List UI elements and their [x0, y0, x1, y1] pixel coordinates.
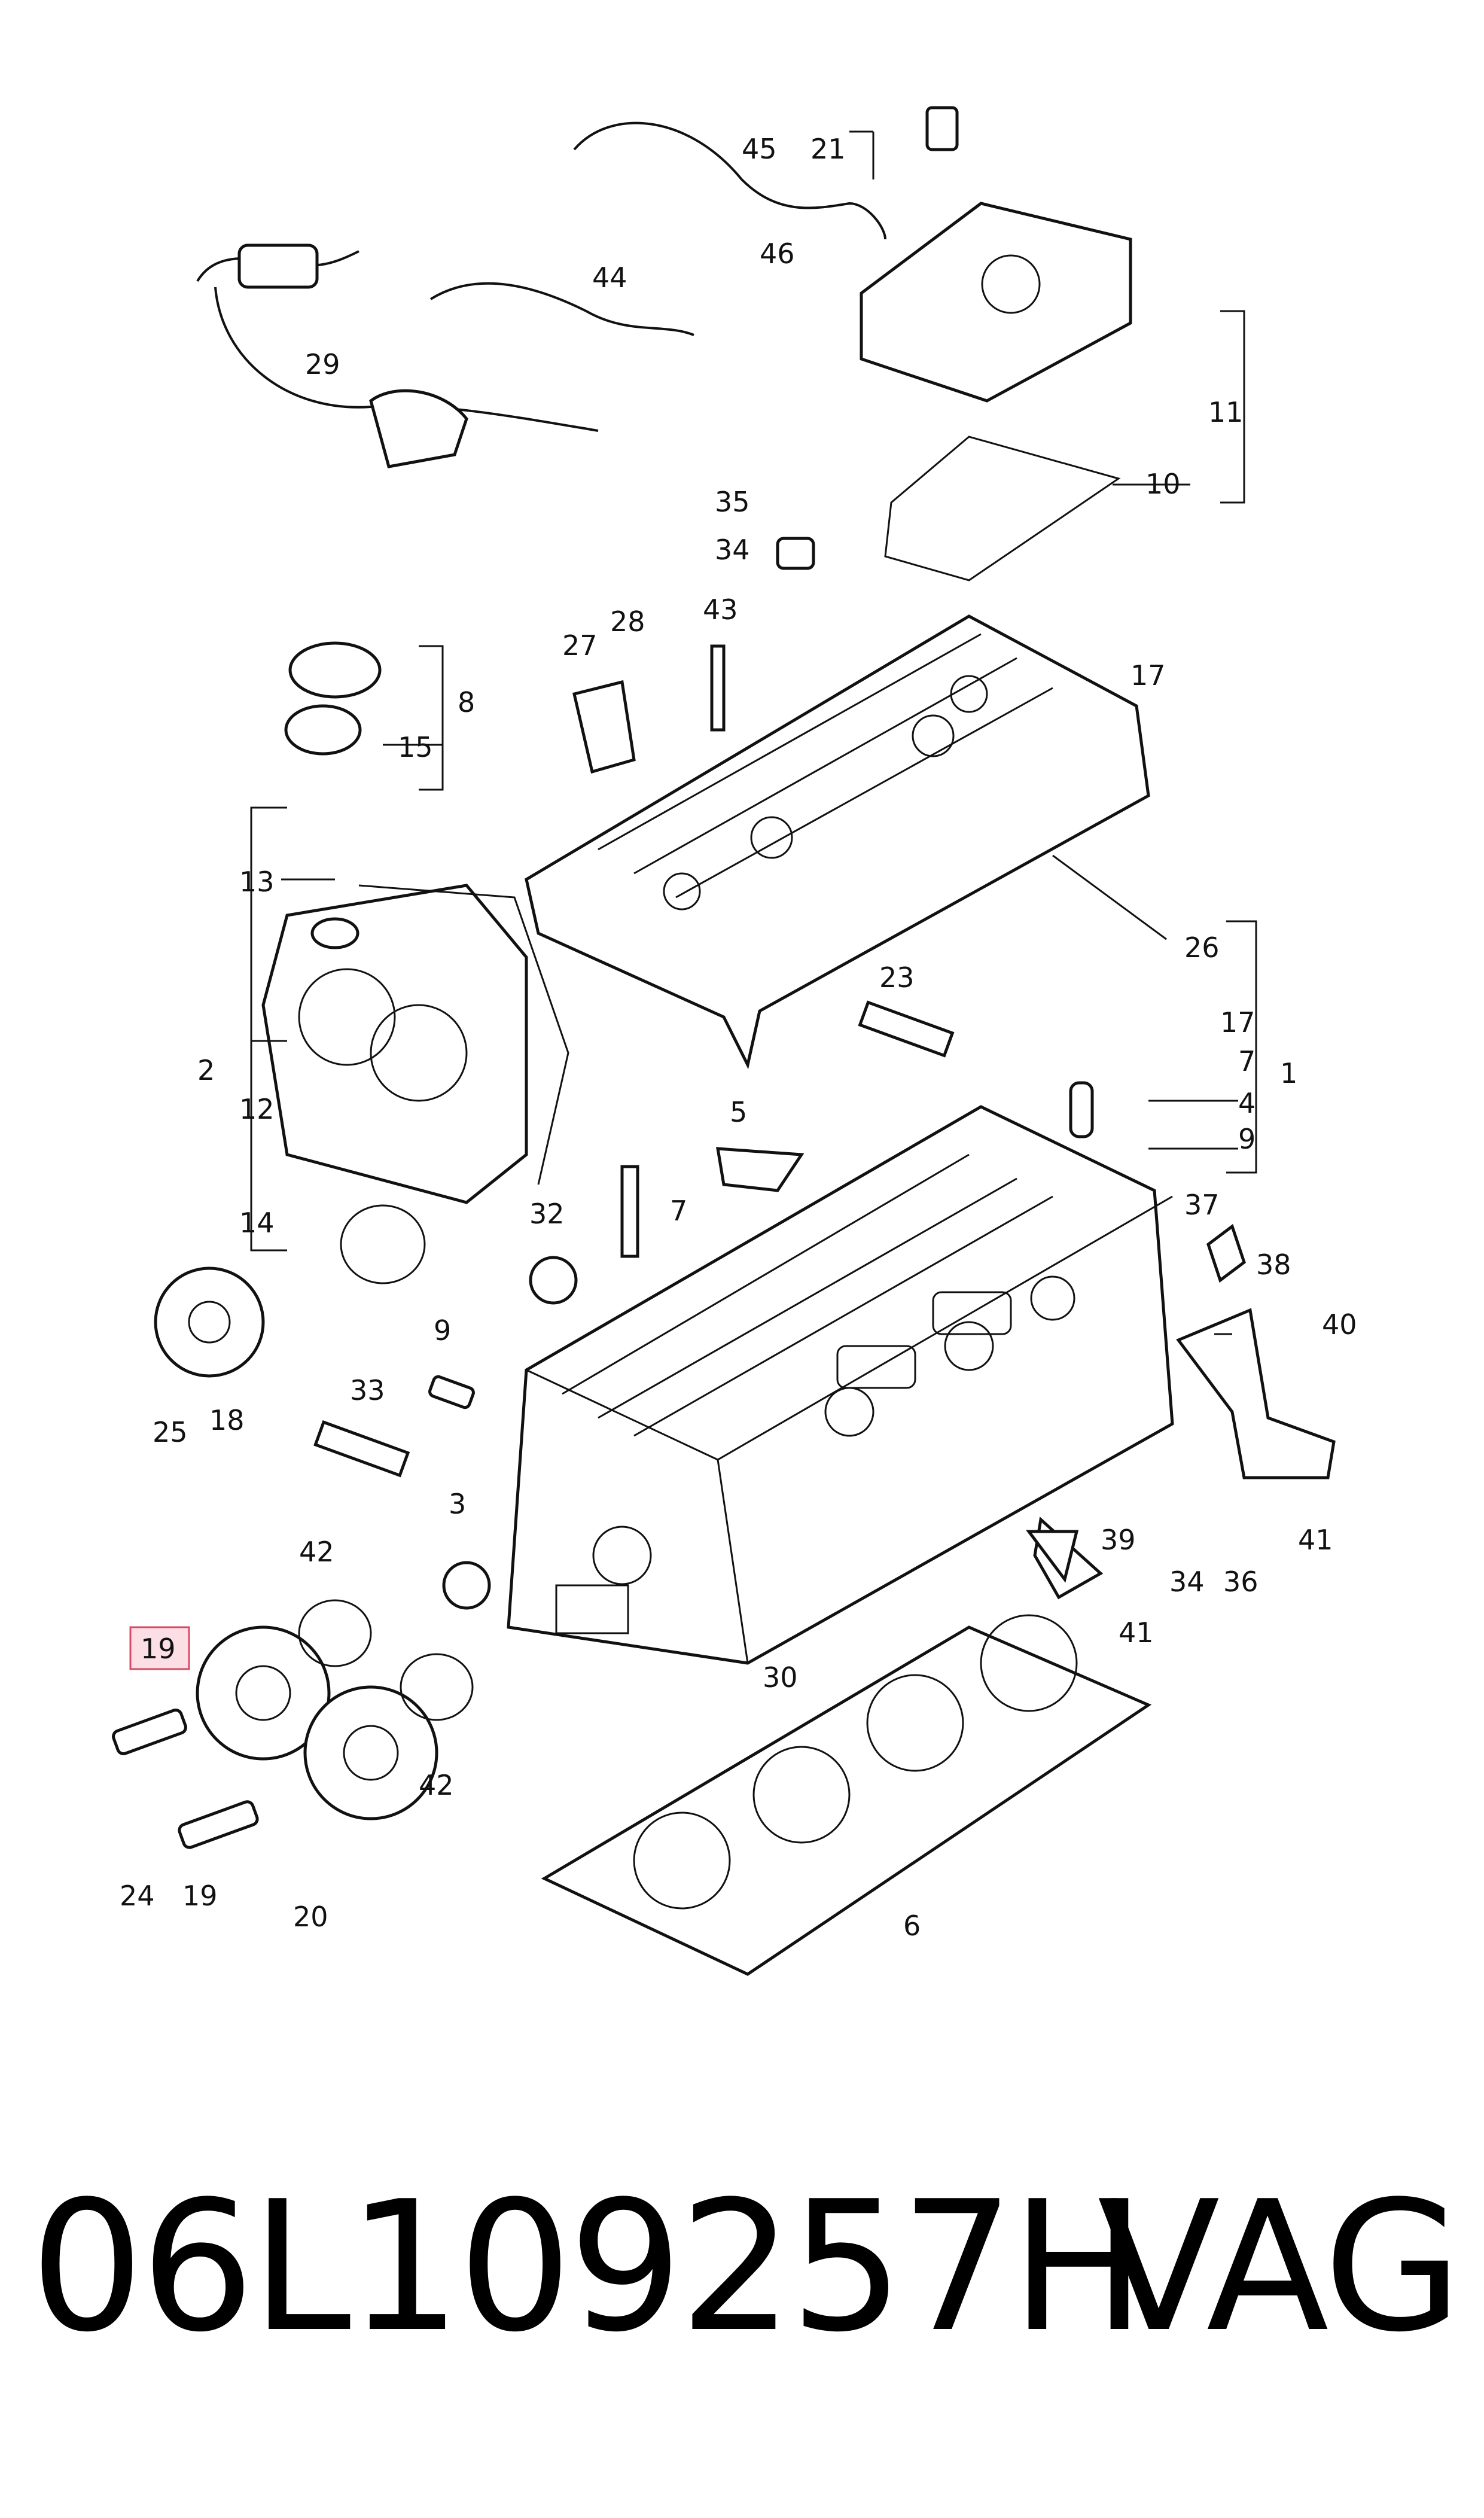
callout-7b: 7 [670, 1195, 687, 1227]
callout-24: 24 [120, 1880, 155, 1912]
callout-46: 46 [760, 238, 795, 270]
camshaft-housing [525, 614, 1150, 1070]
callout-4: 4 [1238, 1087, 1256, 1119]
callout-9b: 9 [434, 1314, 451, 1347]
callout-36: 36 [1223, 1566, 1258, 1598]
callout-18: 18 [209, 1404, 245, 1436]
callout-10: 10 [1145, 468, 1181, 500]
callout-45: 45 [742, 133, 777, 165]
cylinder-head [507, 1105, 1174, 1665]
callout-19b: 19 [182, 1880, 218, 1912]
callout-17a: 17 [1130, 659, 1166, 692]
exploded-parts-diagram: 1 2 3 4 5 6 7 7 8 9 9 10 11 12 13 14 15 … [112, 106, 1357, 1976]
camshaft-adjuster [112, 1625, 438, 1849]
callout-37: 37 [1184, 1189, 1220, 1221]
callout-5: 5 [730, 1096, 747, 1128]
small-parts [313, 106, 1336, 1610]
callout-1: 1 [1280, 1057, 1297, 1089]
callout-12: 12 [239, 1093, 275, 1125]
callout-38: 38 [1256, 1249, 1291, 1281]
callout-15: 15 [398, 731, 433, 763]
callout-42b: 42 [419, 1769, 454, 1801]
callout-6: 6 [903, 1910, 921, 1942]
callout-8: 8 [458, 686, 475, 718]
head-gasket [541, 1614, 1152, 1976]
callout-7a: 7 [1238, 1045, 1256, 1077]
callout-3: 3 [449, 1488, 466, 1520]
callout-14: 14 [239, 1207, 275, 1239]
callout-43: 43 [703, 593, 738, 626]
callout-39: 39 [1101, 1524, 1136, 1556]
oil-filler-cap [284, 641, 382, 756]
callout-32: 32 [529, 1198, 565, 1230]
callout-27: 27 [562, 629, 598, 662]
callout-9a: 9 [1238, 1123, 1256, 1155]
callout-40: 40 [1322, 1308, 1357, 1341]
callout-23: 23 [879, 961, 915, 994]
ventilation-housing [860, 202, 1132, 581]
seal-rings [298, 1204, 474, 1721]
callout-42a: 42 [299, 1536, 334, 1568]
callout-35: 35 [715, 486, 750, 518]
vacuum-pump [154, 1266, 265, 1378]
callout-41b: 41 [1119, 1616, 1154, 1649]
callout-30: 30 [763, 1661, 798, 1694]
callout-11: 11 [1208, 396, 1244, 428]
highlight-box [129, 1626, 190, 1670]
callouts: 1 2 3 4 5 6 7 7 8 9 9 10 11 12 13 14 15 … [120, 133, 1357, 1942]
callout-34b: 34 [1169, 1566, 1205, 1598]
part-number: 06L109257H [30, 2163, 1146, 2371]
callout-2: 2 [197, 1054, 215, 1086]
callout-19a: 19 [141, 1633, 176, 1665]
callout-28: 28 [610, 605, 645, 638]
timing-cover [261, 884, 569, 1204]
callout-34a: 34 [715, 534, 750, 566]
callout-13: 13 [239, 866, 275, 898]
callout-26: 26 [1184, 931, 1220, 964]
leader-lines [250, 130, 1257, 1335]
callout-29: 29 [305, 348, 340, 380]
callout-21: 21 [810, 133, 846, 165]
callout-44: 44 [592, 261, 627, 294]
brand-name: VAG [1097, 2163, 1462, 2371]
callout-33: 33 [350, 1374, 385, 1406]
callout-41a: 41 [1298, 1524, 1333, 1556]
callout-25: 25 [153, 1416, 188, 1448]
breather-hoses [196, 121, 886, 468]
callout-20: 20 [293, 1901, 328, 1933]
callout-17b: 17 [1220, 1006, 1256, 1039]
